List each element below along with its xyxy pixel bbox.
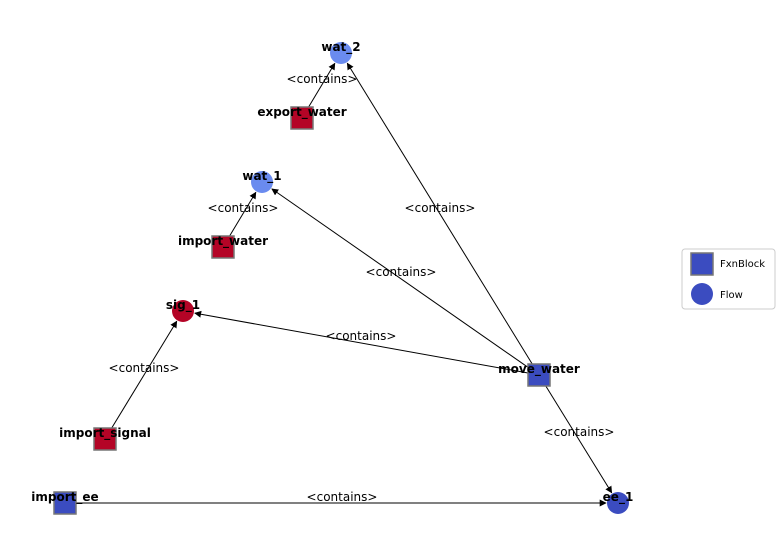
node-label-import-water: import_water xyxy=(178,234,268,249)
edge-move_water-to-sig_1 xyxy=(194,310,529,374)
nodes-layer xyxy=(53,42,629,515)
edge-label-move_water-to-ee_1: <contains> xyxy=(544,425,615,439)
edge-export_water-to-wat_2 xyxy=(308,62,336,108)
node-export-water xyxy=(290,106,314,130)
legend: FxnBlock Flow xyxy=(681,248,776,310)
edge-label-move_water-to-sig_1: <contains> xyxy=(326,329,397,343)
node-sig-1 xyxy=(172,300,194,322)
node-import-water xyxy=(211,235,235,259)
edge-label-import_ee-to-ee_1: <contains> xyxy=(307,490,378,504)
edge-move_water-to-wat_1 xyxy=(271,188,529,368)
edge-move_water-to-ee_1 xyxy=(545,385,613,494)
legend-fxnblock-label: FxnBlock xyxy=(720,259,765,270)
node-ee-1 xyxy=(607,492,629,514)
edge-import_water-to-wat_1 xyxy=(229,191,257,237)
node-wat-2 xyxy=(330,42,352,64)
edges-layer xyxy=(76,62,613,507)
edge-label-export_water-to-wat_2: <contains> xyxy=(287,72,358,86)
edge-label-move_water-to-wat_2: <contains> xyxy=(405,201,476,215)
node-label-sig-1: sig_1 xyxy=(166,298,200,313)
legend-fxnblock-swatch xyxy=(690,252,714,276)
node-label-wat-2: wat_2 xyxy=(321,40,360,55)
node-import-signal xyxy=(93,427,117,451)
node-move-water xyxy=(527,363,551,387)
node-label-export-water: export_water xyxy=(257,105,346,120)
node-label-wat-1: wat_1 xyxy=(242,169,281,184)
edge-import_signal-to-sig_1 xyxy=(111,320,178,429)
node-wat-1 xyxy=(251,171,273,193)
edge-labels-layer: <contains> <contains> <contains> <contains>… xyxy=(109,72,615,504)
edge-label-import_water-to-wat_1: <contains> xyxy=(208,201,279,215)
node-label-move-water: move_water xyxy=(498,362,580,377)
edge-label-import_signal-to-sig_1: <contains> xyxy=(109,361,180,375)
node-label-import-signal: import_signal xyxy=(59,426,151,441)
edge-move_water-to-wat_2 xyxy=(346,62,533,365)
node-labels-layer: wat_2 export_water wat_1 import_water sig_1m… xyxy=(31,40,633,505)
node-label-import-ee: import_ee xyxy=(31,490,98,505)
node-import-ee xyxy=(53,491,77,515)
legend-flow-swatch xyxy=(691,283,713,305)
legend-flow-label: Flow xyxy=(720,290,743,301)
edge-label-move_water-to-wat_1: <contains> xyxy=(366,265,437,279)
node-label-ee-1: ee_1 xyxy=(603,490,634,505)
